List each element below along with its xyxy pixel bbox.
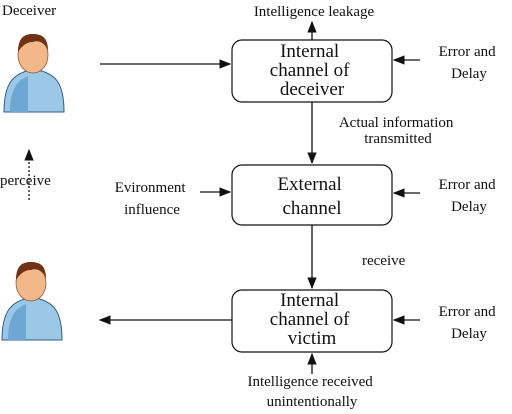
victim-box-line2: channel of [270, 309, 350, 330]
actual-info-line1: Actual information [339, 115, 454, 131]
receive-label: receive [362, 253, 406, 269]
actual-info-line2: transmitted [364, 131, 432, 147]
victim-box-line3: victim [288, 328, 337, 349]
svg-text:Evironment influence: Evironment influence [115, 180, 190, 218]
error-delay-3-line2: Delay [451, 326, 487, 342]
svg-text:Intelligence received unin: Intelligence received unintentionally [247, 374, 376, 410]
deceiver-label: Deceiver [2, 3, 56, 19]
svg-text:Actual information transmi: Actual information transmitted [339, 115, 457, 147]
perceive-label: perceive [0, 173, 51, 189]
external-box-line1: External [277, 174, 341, 195]
victim-channel-box [231, 289, 393, 353]
svg-text:Internal channel of de: Internal channel of deceiver [270, 41, 354, 100]
svg-text:Error and Delay: Error and Delay [439, 177, 500, 215]
error-delay-1-line2: Delay [451, 66, 487, 82]
error-delay-2-line2: Delay [451, 199, 487, 215]
error-delay-2-line1: Error and [439, 177, 497, 193]
received-unintentionally-line1: Intelligence received [247, 374, 373, 390]
deceiver-figure-icon [3, 34, 65, 113]
intelligence-leakage-label: Intelligence leakage [254, 4, 375, 20]
environment-line2: influence [124, 202, 180, 218]
deceiver-box-line1: Internal [280, 41, 339, 62]
error-delay-1-line1: Error and [439, 44, 497, 60]
received-unintentionally-line2: unintentionally [267, 394, 358, 410]
external-box-line2: channel [282, 198, 341, 219]
deceiver-box-line3: deceiver [280, 79, 345, 100]
environment-line1: Evironment [115, 180, 187, 196]
deceiver-box-line2: channel of [270, 60, 350, 81]
victim-box-line1: Internal [280, 290, 339, 311]
svg-text:External channel: External channel [277, 174, 346, 219]
error-delay-3-line1: Error and [439, 304, 497, 320]
svg-text:Error and Delay: Error and Delay [439, 304, 500, 342]
svg-text:Error and Delay: Error and Delay [439, 44, 500, 82]
svg-text:Internal channel of vi: Internal channel of victim [270, 290, 354, 349]
victim-figure-icon [1, 262, 63, 341]
